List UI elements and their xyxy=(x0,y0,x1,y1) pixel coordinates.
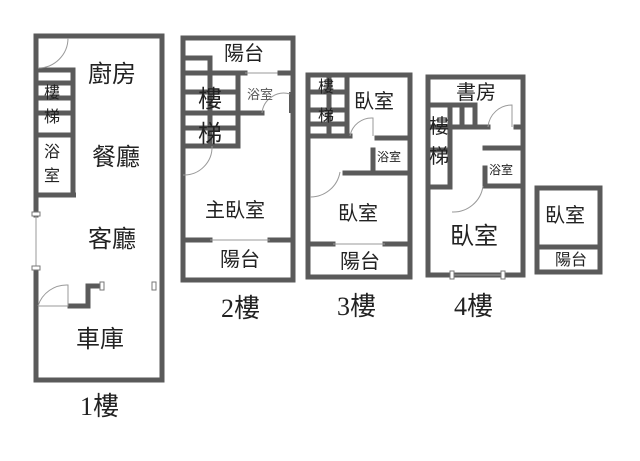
floor-4-walls xyxy=(425,74,526,280)
room-garage: 車庫 xyxy=(76,325,124,353)
room-study: 書房 xyxy=(456,80,496,104)
floor-3-walls xyxy=(305,72,413,280)
room-balcony: 陽台 xyxy=(340,249,380,273)
room-bath: 浴室 xyxy=(377,150,402,164)
room-balcony: 陽台 xyxy=(220,247,260,271)
floor-1-label: 1樓 xyxy=(80,392,120,421)
room-stairs-a: 樓 xyxy=(318,77,335,96)
room-roof-bedroom: 臥室 xyxy=(545,203,585,227)
room-living: 客廳 xyxy=(88,225,136,253)
room-kitchen: 廚房 xyxy=(88,60,136,88)
room-master-bedroom: 主臥室 xyxy=(205,198,265,222)
floor-2-walls xyxy=(180,35,296,283)
floor-2-label: 2樓 xyxy=(221,294,261,323)
floor-4-label: 4樓 xyxy=(454,292,494,321)
room-bedroom: 臥室 xyxy=(450,222,498,250)
room-bath: 浴室 xyxy=(489,163,514,177)
room-bedroom: 臥室 xyxy=(338,201,378,225)
room-stairs-a: 樓 xyxy=(198,85,222,113)
room-stairs-b: 梯 xyxy=(318,106,335,125)
room-bath: 浴室 xyxy=(41,143,60,191)
room-stairs-a: 樓 xyxy=(429,114,449,138)
room-bath: 浴室 xyxy=(247,88,274,103)
room-stairs-b: 梯 xyxy=(429,144,449,168)
room-stairs: 樓梯 xyxy=(41,84,60,132)
room-stairs-b: 梯 xyxy=(198,120,222,148)
room-balcony-top: 陽台 xyxy=(224,41,264,65)
room-roof-balcony: 陽台 xyxy=(555,250,588,269)
floor-1-walls xyxy=(31,33,165,383)
roof-walls xyxy=(534,185,603,275)
floor-3-label: 3樓 xyxy=(337,292,377,321)
room-bedroom-top: 臥室 xyxy=(354,89,394,113)
room-dining: 餐廳 xyxy=(92,143,140,171)
